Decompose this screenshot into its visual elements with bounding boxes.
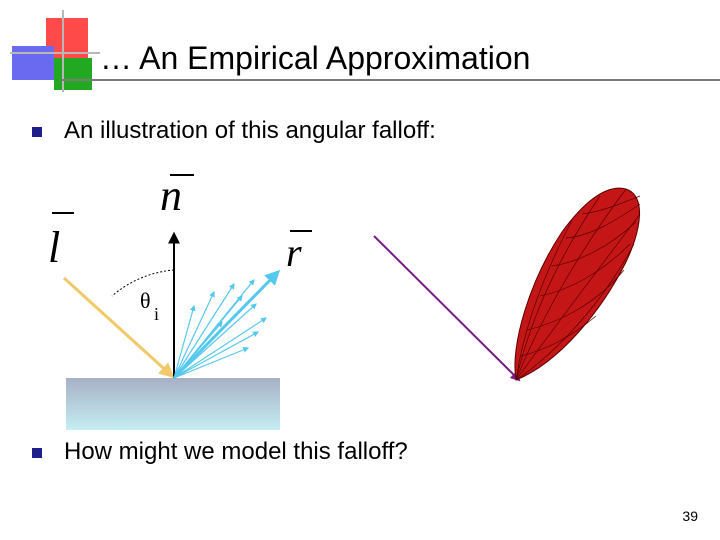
reflect-label: r	[286, 230, 302, 275]
specular-lobe	[514, 187, 641, 381]
theta-arc	[111, 269, 175, 297]
bullet-marker	[32, 448, 42, 458]
normal-label: n	[160, 171, 182, 220]
incoming-ray	[62, 276, 175, 379]
page-title: … An Empirical Approximation	[100, 40, 531, 76]
logo-hline	[10, 52, 100, 54]
bullet-text-1: An illustration of this angular falloff:	[64, 117, 436, 144]
bullet-marker	[32, 127, 42, 137]
mirror-direction-ray	[172, 269, 281, 380]
logo-square-green	[54, 58, 92, 90]
theta-subscript: i	[154, 304, 159, 324]
bullet-text-2: How might we model this falloff?	[64, 438, 408, 465]
light-label: l	[48, 223, 60, 272]
reflected-rays	[173, 279, 268, 379]
theta-label: θ	[140, 288, 151, 313]
logo-square-blue	[12, 46, 54, 80]
title-rule	[60, 79, 720, 81]
page-number: 39	[682, 508, 698, 524]
lobe-incoming-ray	[373, 235, 521, 382]
logo-vline	[62, 10, 64, 92]
surface	[66, 378, 280, 430]
